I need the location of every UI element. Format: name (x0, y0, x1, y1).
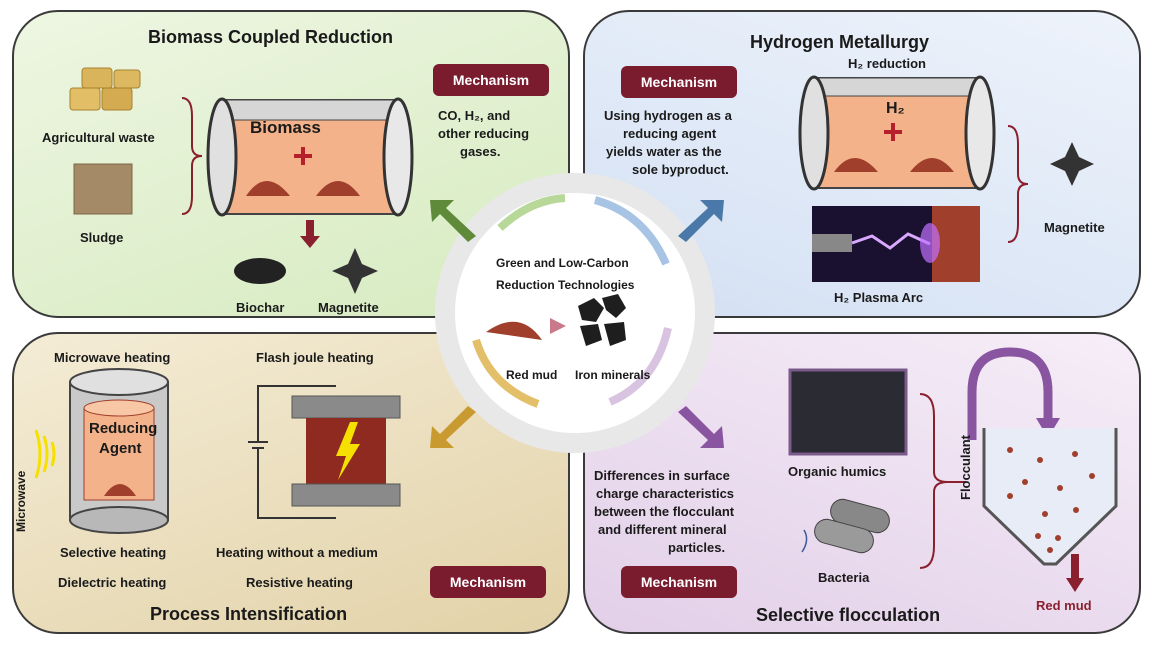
biochar-label: Biochar (236, 300, 285, 315)
floc-mechanism-line-1: Differences in surface (594, 468, 730, 483)
biomass-magnetite-label: Magnetite (318, 300, 379, 315)
agricultural-waste-label: Agricultural waste (42, 130, 155, 145)
center-title-line-2: Reduction Technologies (496, 278, 635, 292)
dielectric-heating-label: Dielectric heating (58, 575, 167, 590)
center-circle (435, 173, 715, 453)
floc-mechanism-box: Mechanism (621, 566, 737, 598)
reducing-agent-line-2: Agent (99, 440, 142, 457)
arrow-to-process (430, 406, 476, 448)
biomass-mechanism-line-2: other reducing (438, 126, 530, 141)
center-iron-minerals-label: Iron minerals (575, 368, 651, 382)
hydrogen-mechanism-line-4: sole byproduct. (632, 162, 729, 177)
joule-heating-circuit (248, 385, 401, 519)
organic-humics-image (788, 368, 908, 456)
floc-bracket (919, 393, 966, 569)
process-mechanism-box: Mechanism (430, 566, 546, 598)
hydrogen-mechanism-line-3: yields water as the (606, 144, 722, 159)
biochar-icon (234, 258, 286, 284)
floc-mechanism-line-3: between the flocculant (594, 504, 735, 519)
microwave-chamber (69, 368, 169, 534)
microwave-heating-label: Microwave heating (54, 350, 171, 365)
magnetite-icon (332, 248, 378, 294)
center-title-line-1: Green and Low-Carbon (496, 256, 629, 270)
biomass-mechanism-line-1: CO, H₂, and (438, 108, 511, 123)
settling-tank (982, 428, 1118, 566)
microwave-wave-icon (34, 429, 56, 479)
plasma-arc-image (812, 206, 980, 282)
microwave-label: Microwave (14, 470, 28, 532)
center-red-mud-label: Red mud (506, 368, 558, 382)
arrow-to-flocculation (678, 406, 724, 448)
h2-reactor-label: H₂ (886, 100, 905, 117)
organic-humics-label: Organic humics (788, 464, 887, 479)
biomass-title: Biomass Coupled Reduction (148, 27, 394, 47)
bacteria-icon (801, 498, 890, 554)
hydrogen-magnetite-label: Magnetite (1044, 220, 1105, 235)
h2-reduction-label: H₂ reduction (848, 56, 926, 71)
output-bracket (1007, 125, 1029, 243)
sludge-label: Sludge (80, 230, 124, 245)
bacteria-label: Bacteria (818, 570, 870, 585)
hydrogen-mechanism-box: Mechanism (621, 66, 737, 98)
hay-bale-icon (69, 67, 141, 111)
hydrogen-reactor (798, 75, 996, 191)
magnetite-icon (1050, 142, 1094, 186)
hydrogen-mechanism-line-2: reducing agent (623, 126, 717, 141)
arrow-to-biomass (430, 200, 476, 242)
input-bracket (181, 97, 203, 215)
down-arrow-icon (1066, 554, 1084, 592)
resistive-heating-label: Resistive heating (246, 575, 353, 590)
process-title: Process Intensification (150, 604, 348, 624)
arrow-to-hydrogen (678, 200, 724, 242)
biomass-mechanism-box: Mechanism (433, 64, 549, 96)
floc-mechanism-line-4: and different mineral (598, 522, 727, 537)
reducing-agent-line-1: Reducing (89, 420, 158, 437)
floc-red-mud-label: Red mud (1036, 598, 1092, 613)
biomass-mechanism-line-3: gases. (460, 144, 501, 159)
floc-mechanism-line-5: particles. (668, 540, 726, 555)
down-arrow-icon (300, 220, 320, 248)
hydrogen-title: Hydrogen Metallurgy (750, 32, 930, 52)
biomass-reactor-label: Biomass (250, 118, 321, 137)
plasma-arc-label: H₂ Plasma Arc (834, 290, 924, 305)
sludge-icon (73, 163, 133, 215)
floc-mechanism-line-2: charge characteristics (596, 486, 735, 501)
flocculant-label: Flocculant (958, 434, 973, 500)
biomass-reactor (206, 97, 414, 217)
flocculation-title: Selective flocculation (756, 605, 941, 625)
heating-without-medium-label: Heating without a medium (216, 545, 378, 560)
selective-heating-label: Selective heating (60, 545, 167, 560)
hydrogen-mechanism-line-1: Using hydrogen as a (604, 108, 732, 123)
flash-joule-heating-label: Flash joule heating (256, 350, 374, 365)
